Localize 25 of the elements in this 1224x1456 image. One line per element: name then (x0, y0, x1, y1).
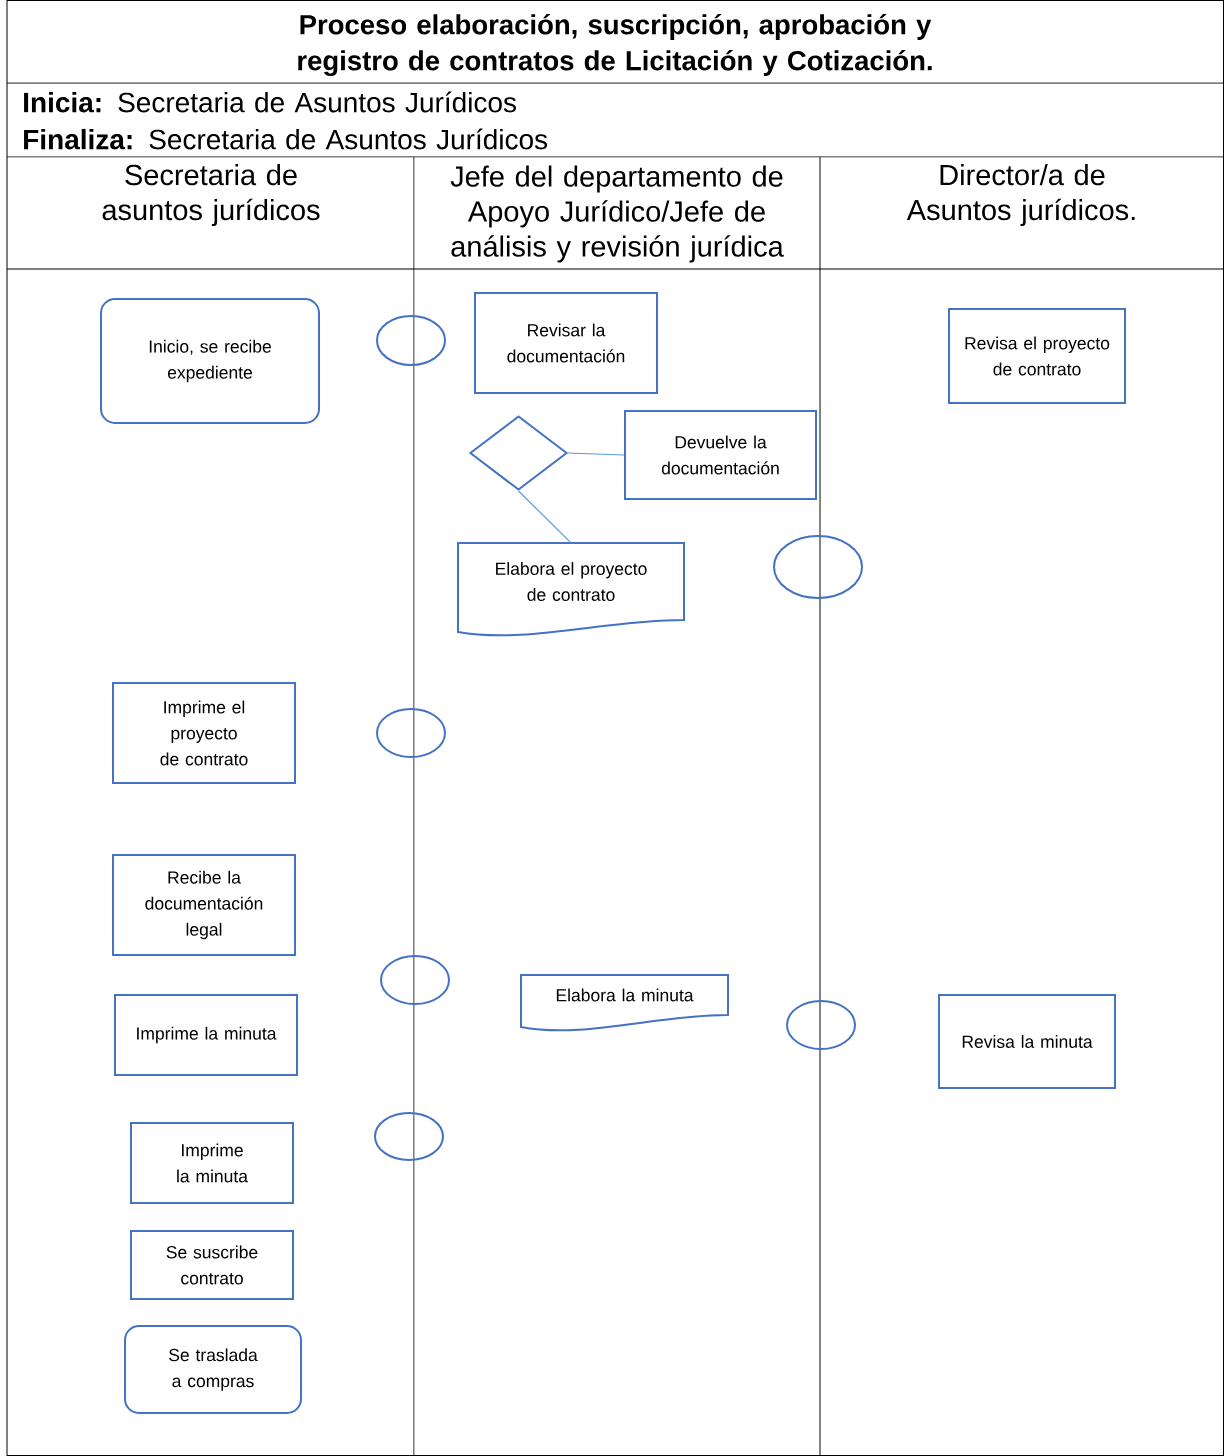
connector-circle (376, 708, 446, 758)
lane-heading: Secretaria de asuntos jurídicos (102, 164, 320, 226)
connector-circle (773, 535, 863, 599)
terminal-box: Se traslada a compras (124, 1325, 302, 1414)
terminal-box: Inicio, se recibe expediente (100, 298, 320, 424)
title: Proceso elaboración, suscripción, aprobación y registro de contratos de Licitación y Cotización. (298, 14, 932, 76)
connector-circle (376, 315, 446, 366)
process-box: Imprime la minuta (114, 994, 298, 1076)
process-box: Se suscribe contrato (130, 1230, 294, 1300)
header-text: Finaliza: Secretaria de Asuntos Jurídicos (24, 128, 548, 150)
connector-circle (786, 1000, 856, 1050)
lane-heading: Jefe del departamento de Apoyo Jurídico/Jefe de análisis y revisión jurídica (450, 165, 784, 263)
connector-line (517, 490, 572, 544)
process-box: Revisa la minuta (938, 994, 1116, 1089)
connector-circle (374, 1112, 444, 1161)
connector-line (567, 452, 625, 456)
process-box: Recibe la documentación legal (112, 854, 296, 956)
process-box: Imprime el proyecto de contrato (112, 682, 296, 784)
lane-heading: Director/a de Asuntos jurídicos. (906, 164, 1135, 226)
process-box: Revisar la documentación (474, 292, 658, 394)
header-text: Inicia: Secretaria de Asuntos Jurídicos (24, 91, 516, 113)
process-box: Devuelve la documentación (624, 410, 817, 500)
connector-circle (380, 955, 450, 1005)
process-box: Revisa el proyecto de contrato (948, 308, 1126, 404)
process-box: Imprime la minuta (130, 1122, 294, 1204)
